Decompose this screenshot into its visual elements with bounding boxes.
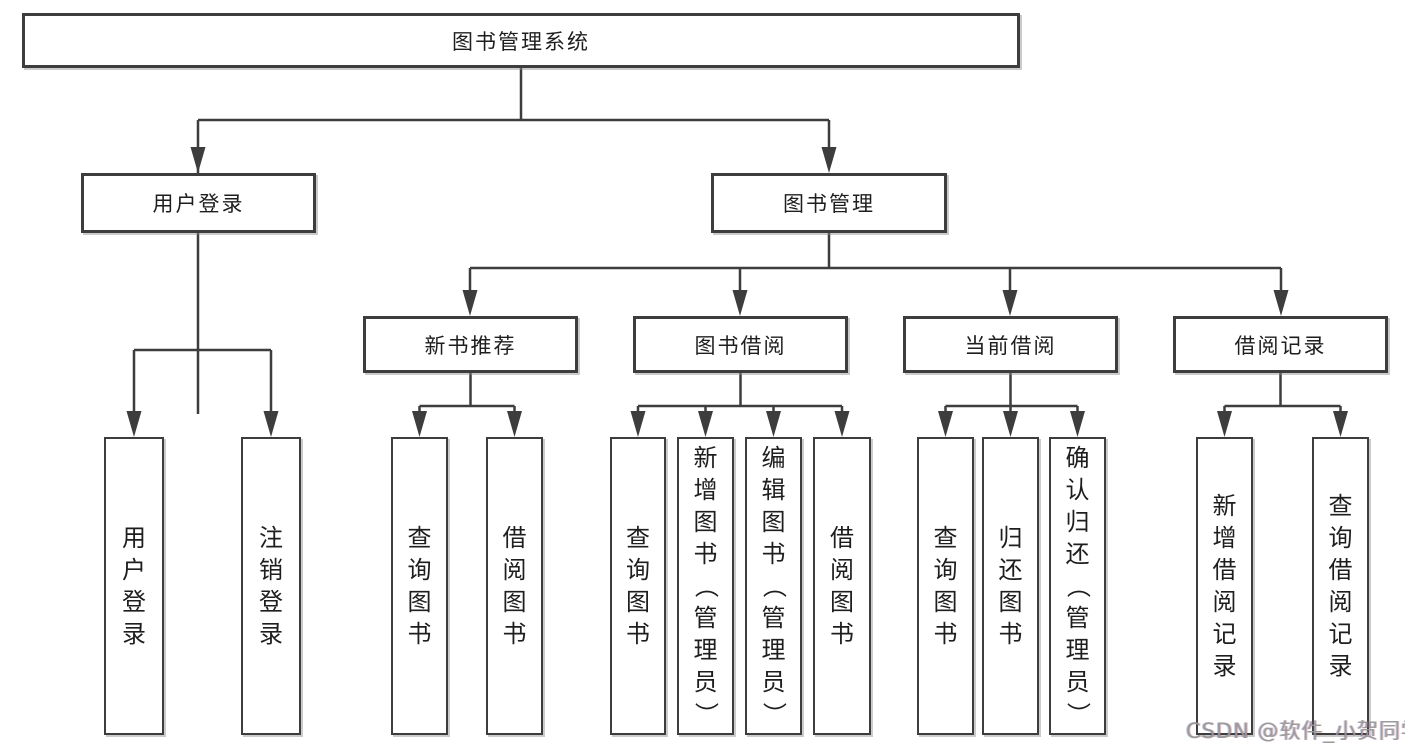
leaf-records-add-record-label: 新增借阅记录 [1212,492,1237,680]
leaf-current-confirm-return-admin: 确认归还（管理员） [1049,437,1106,735]
leaf-current-query-books-label: 查询图书 [933,524,958,648]
node-borrow-records-label: 借阅记录 [1234,333,1327,358]
node-book-borrow-label: 图书借阅 [694,333,787,358]
node-root: 图书管理系统 [22,13,1020,68]
leaf-recommend-query-books-label: 查询图书 [407,524,432,648]
leaf-borrow-edit-books-admin: 编辑图书（管理员） [745,437,802,735]
arrowheads [126,147,1348,437]
leaf-recommend-query-books: 查询图书 [391,437,448,735]
leaf-current-return-books: 归还图书 [982,437,1039,735]
leaf-records-add-record: 新增借阅记录 [1196,437,1253,735]
leaf-borrow-query-books: 查询图书 [610,437,666,735]
csdn-watermark: CSDN @软件_小贺同学 [1186,719,1405,743]
node-current-borrow: 当前借阅 [903,316,1118,373]
leaf-user-login-label: 用户登录 [122,524,146,648]
node-user-login: 用户登录 [81,173,316,233]
node-user-login-label: 用户登录 [152,192,245,216]
node-root-label: 图书管理系统 [452,29,590,54]
node-new-book-recommend: 新书推荐 [363,316,578,373]
leaf-records-query-record-label: 查询借阅记录 [1328,492,1353,680]
leaf-current-return-books-label: 归还图书 [998,524,1023,648]
node-borrow-records: 借阅记录 [1173,316,1388,373]
leaf-records-query-record: 查询借阅记录 [1312,437,1369,735]
leaf-borrow-query-books-label: 查询图书 [626,524,650,648]
leaf-current-confirm-return-admin-label: 确认归还（管理员） [1063,444,1092,726]
leaf-borrow-borrow-books-label: 借阅图书 [830,524,854,648]
leaf-borrow-add-books-admin: 新增图书（管理员） [677,437,734,735]
node-book-management-label: 图书管理 [783,192,875,216]
leaf-logout: 注销登录 [241,437,301,735]
node-new-book-recommend-label: 新书推荐 [424,333,517,358]
leaf-recommend-borrow-books: 借阅图书 [486,437,543,735]
node-book-management: 图书管理 [711,173,947,233]
node-book-borrow: 图书借阅 [633,316,848,373]
leaf-borrow-edit-books-admin-label: 编辑图书（管理员） [759,444,788,726]
leaf-borrow-borrow-books: 借阅图书 [813,437,871,735]
leaf-logout-label: 注销登录 [259,524,283,648]
leaf-current-query-books: 查询图书 [917,437,974,735]
leaf-borrow-add-books-admin-label: 新增图书（管理员） [691,444,720,726]
node-current-borrow-label: 当前借阅 [964,333,1057,358]
leaf-user-login: 用户登录 [104,437,164,735]
leaf-recommend-borrow-books-label: 借阅图书 [502,524,527,648]
